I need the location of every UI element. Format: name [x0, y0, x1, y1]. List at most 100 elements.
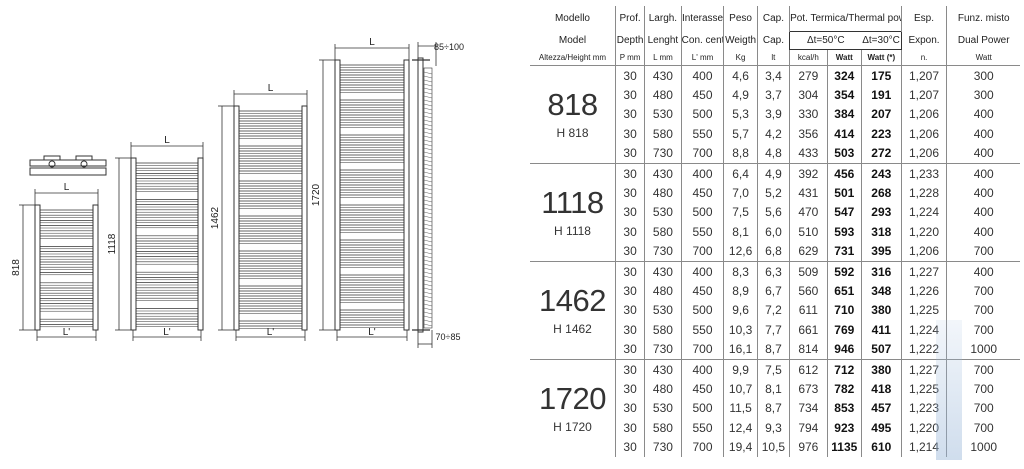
table-cell: 610	[860, 437, 902, 457]
hatch	[423, 199, 433, 203]
hatch	[423, 83, 433, 87]
table-cell: 10,3	[723, 320, 758, 340]
table-cell: 730	[644, 241, 682, 262]
model-height-label: H 1720	[553, 419, 592, 434]
hatch	[423, 239, 433, 243]
table-cell: 700	[946, 358, 1020, 380]
table-cell: 223	[860, 124, 902, 144]
table-cell: 414	[826, 124, 862, 144]
width-label: L	[369, 37, 375, 48]
table-cell: 450	[680, 379, 724, 399]
header-capacity: Cap.	[756, 6, 790, 32]
table-cell: 384	[826, 104, 862, 125]
table-cell: 411	[860, 320, 902, 340]
table-cell: 207	[860, 104, 902, 125]
table-cell: 731	[826, 241, 862, 262]
side-tube	[334, 59, 341, 331]
table-cell: 6,0	[756, 222, 790, 242]
table-cell: 4,6	[723, 65, 758, 86]
table-cell: 700	[946, 320, 1020, 340]
table-cell: 430	[644, 65, 682, 86]
table-cell: 1,206	[900, 241, 947, 262]
table-cell: 592	[826, 260, 862, 282]
model-height: 818	[547, 86, 598, 122]
table-cell: 12,6	[723, 241, 758, 262]
table-cell: 8,8	[723, 143, 758, 164]
table-cell: 700	[946, 379, 1020, 399]
table-cell: 8,1	[756, 379, 790, 399]
table-cell: 794	[789, 418, 828, 438]
table-cell: 400	[946, 183, 1020, 203]
header-weight-en: Weigth	[723, 31, 758, 50]
table-cell: 6,4	[723, 162, 758, 184]
header-capacity-en: Cap.	[756, 31, 790, 50]
table-cell: 480	[644, 281, 682, 301]
table-cell: 400	[946, 202, 1020, 223]
table-cell: 433	[789, 143, 828, 164]
table-cell: 430	[644, 162, 682, 184]
model-height: 1462	[539, 282, 606, 318]
model-height: 1720	[539, 380, 606, 416]
table-cell: 395	[860, 241, 902, 262]
hatch	[423, 283, 433, 287]
bracket	[75, 155, 93, 161]
height-label: 1720	[311, 183, 322, 206]
table-cell: 5,3	[723, 104, 758, 125]
table-cell: 1,222	[900, 339, 947, 360]
table-cell: 1,227	[900, 358, 947, 380]
table-cell: 700	[946, 300, 1020, 321]
table-cell: 1,206	[900, 143, 947, 164]
table-cell: 3,9	[756, 104, 790, 125]
header-centers: Interasse	[680, 6, 724, 32]
table-cell: 673	[789, 379, 828, 399]
table-cell: 501	[826, 183, 862, 203]
table-cell: 4,2	[756, 124, 790, 144]
width-label: L	[164, 135, 170, 146]
hatch	[423, 119, 433, 123]
table-cell: 700	[680, 339, 724, 360]
header-model: Modello	[554, 13, 590, 25]
table-cell: 450	[680, 183, 724, 203]
table-cell: 734	[789, 398, 828, 419]
table-cell: 10,5	[756, 437, 790, 457]
table-cell: 318	[860, 222, 902, 242]
radiator-2	[130, 157, 204, 331]
hatch	[423, 171, 433, 175]
table-cell: 400	[680, 358, 724, 380]
table-cell: 500	[680, 398, 724, 419]
hatch	[423, 187, 433, 191]
table-cell: 814	[789, 339, 828, 360]
table-cell: 480	[644, 183, 682, 203]
table-cell: 300	[946, 85, 1020, 105]
unit-weight: Kg	[723, 49, 758, 66]
watermark-bar	[936, 320, 962, 460]
table-cell: 279	[789, 65, 828, 86]
unit-model: Altezza/Height mm	[538, 52, 607, 62]
table-cell: 30	[614, 418, 645, 438]
table-cell: 400	[680, 260, 724, 282]
table-cell: 400	[946, 104, 1020, 125]
table-cell: 6,3	[756, 260, 790, 282]
table-cell: 8,3	[723, 260, 758, 282]
table-cell: 268	[860, 183, 902, 203]
hatch	[423, 227, 433, 231]
table-cell: 1,220	[900, 418, 947, 438]
depth-top-label: 85÷100	[434, 42, 464, 52]
table-cell: 316	[860, 260, 902, 282]
top-view	[29, 155, 107, 176]
table-cell: 356	[789, 124, 828, 144]
table-cell: 651	[826, 281, 862, 301]
table-cell: 4,8	[756, 143, 790, 164]
table-cell: 700	[946, 281, 1020, 301]
table-cell: 700	[946, 418, 1020, 438]
hatch	[423, 147, 433, 151]
hatch	[423, 251, 433, 255]
table-cell: 456	[826, 162, 862, 184]
hatch	[423, 79, 433, 83]
hatch	[423, 215, 433, 219]
